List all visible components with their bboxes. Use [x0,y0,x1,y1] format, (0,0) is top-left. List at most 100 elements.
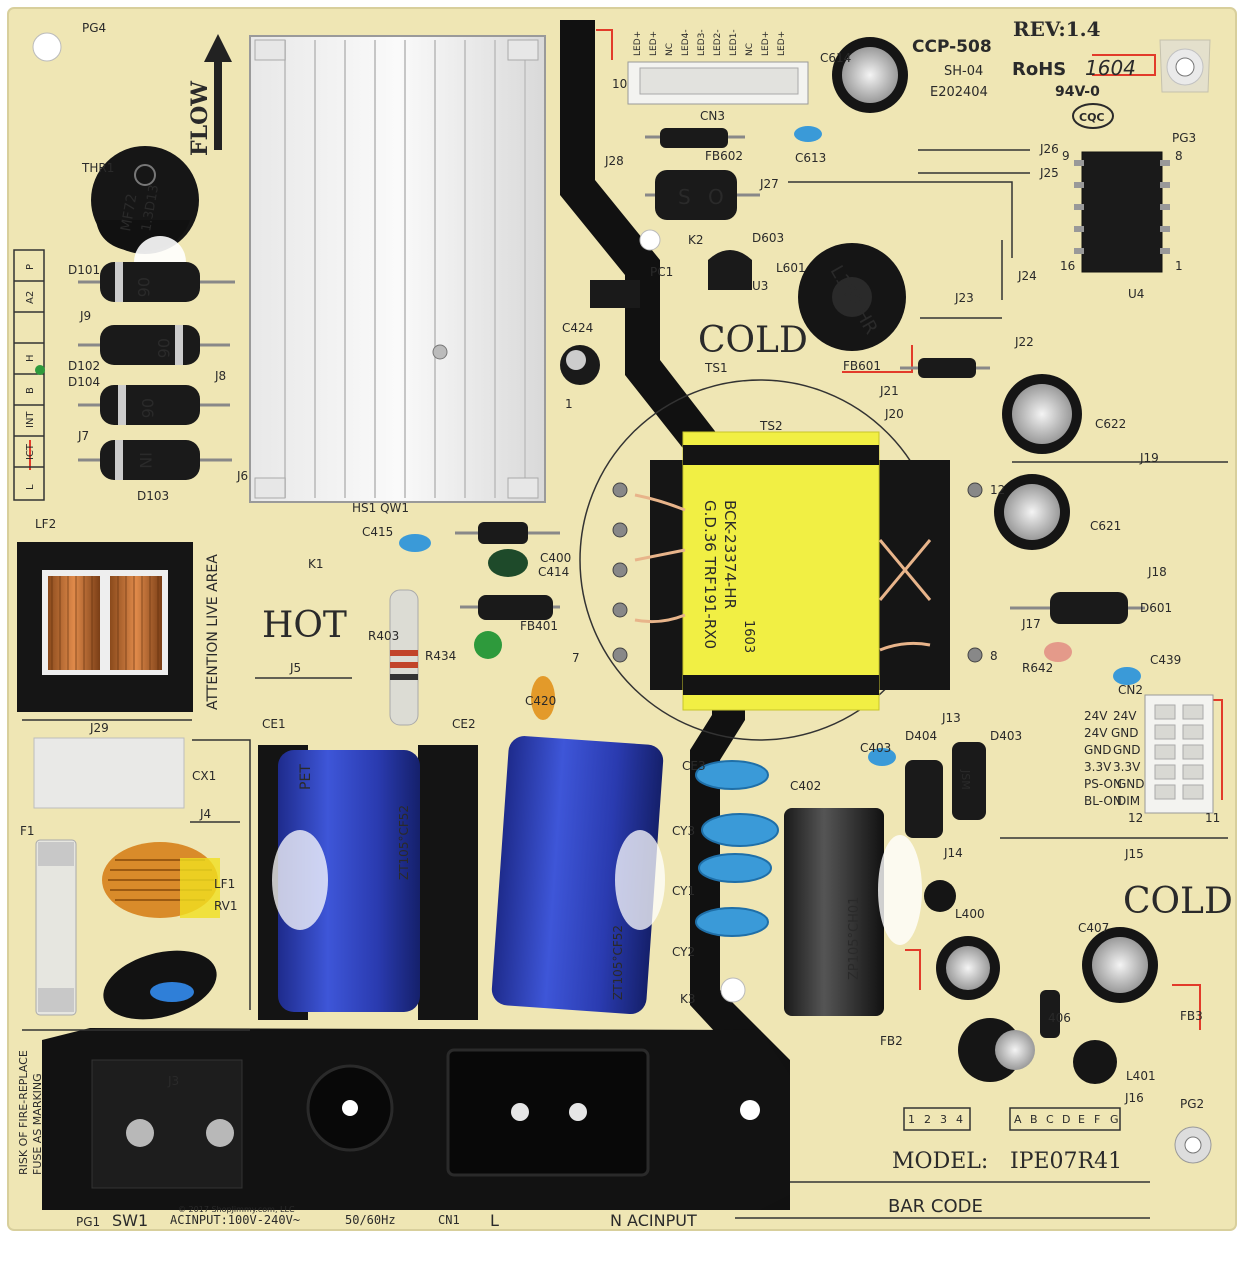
inductor-l601 [798,243,906,351]
grid-numbers: 1 2 3 4 [908,1113,963,1126]
svg-text:B: B [25,387,36,394]
svg-text:J23: J23 [954,291,974,305]
svg-text:G: G [1110,1113,1119,1126]
output-pin-labels: 24V 24V 24V GND GND GND 3.3V 3.3V PS-ON … [1084,709,1145,808]
copyright-label: © 2017 ShopJimmy.com, LLC [178,1205,295,1214]
n-acinput-label: N ACINPUT [610,1211,697,1230]
flow-label: FLOW [187,81,213,156]
svg-text:LF1: LF1 [214,877,235,891]
svg-text:J21: J21 [879,384,899,398]
svg-text:LED+: LED+ [777,31,787,56]
bridge-diodes [78,262,235,480]
svg-text:PC1: PC1 [650,265,673,279]
svg-text:J7: J7 [77,429,89,443]
svg-text:CY3: CY3 [672,824,695,838]
hot-label: HOT [262,605,347,646]
ac-inlet [42,1028,790,1210]
svg-text:7: 7 [572,651,580,665]
green-dot [35,365,45,375]
svg-text:TS2: TS2 [759,419,783,433]
svg-text:1: 1 [1175,259,1183,273]
svg-text:406: 406 [1048,1011,1071,1025]
svg-text:C415: C415 [362,525,393,539]
svg-text:1603: 1603 [741,620,756,653]
svg-text:PS-ON: PS-ON [1084,777,1122,791]
fuse [35,839,77,1016]
cqc-mark: CQC [1079,111,1105,124]
component-markings: MF72 1.3D13 06 06 06 IN G.D.36 TRF191-RX… [118,184,972,1000]
svg-text:O: O [708,185,724,209]
svg-text:J9: J9 [79,309,91,323]
y-capacitors [695,760,779,937]
l-label: L [490,1211,499,1230]
svg-text:B: B [1030,1113,1038,1126]
svg-text:D: D [1062,1113,1070,1126]
svg-text:P: P [25,264,36,270]
svg-text:GND: GND [1084,743,1112,757]
svg-text:R403: R403 [368,629,399,643]
svg-text:16: 16 [1060,259,1075,273]
svg-text:FB3: FB3 [1180,1009,1203,1023]
svg-text:F: F [1094,1113,1100,1126]
ccp-label: CCP-508 [912,37,992,57]
svg-text:J5: J5 [289,661,301,675]
svg-text:PG1: PG1 [76,1215,100,1229]
svg-text:CY1: CY1 [672,884,695,898]
svg-text:J24: J24 [1017,269,1037,283]
svg-text:LED+: LED+ [761,31,771,56]
svg-text:LED+: LED+ [649,31,659,56]
svg-text:J25: J25 [1039,166,1059,180]
svg-text:24V: 24V [1113,709,1137,723]
sh-label: SH-04 [944,64,983,79]
svg-text:11: 11 [1205,811,1220,825]
svg-text:J4: J4 [199,807,211,821]
svg-text:L601: L601 [776,261,806,275]
svg-text:C439: C439 [1150,653,1181,667]
connector-cn3 [627,61,809,105]
svg-text:FB401: FB401 [520,619,558,633]
svg-text:IN: IN [136,452,155,469]
small-diodes [455,128,1145,1084]
pcb-illustration: REV:1.4 CCP-508 SH-04 RoHS 1604 E202404 … [7,7,1237,1231]
svg-text:J18: J18 [1147,565,1167,579]
svg-text:D601: D601 [1140,601,1172,615]
svg-text:CN3: CN3 [700,109,725,123]
svg-text:J15: J15 [1124,847,1144,861]
svg-text:C622: C622 [1095,417,1126,431]
svg-text:C403: C403 [860,741,891,755]
svg-text:L400: L400 [955,907,985,921]
e-code: E202404 [930,85,988,100]
svg-text:K2: K2 [688,233,704,247]
cx1-capacitor [33,737,185,809]
svg-text:C420: C420 [525,694,556,708]
svg-text:J26: J26 [1039,142,1059,156]
svg-text:J3: J3 [167,1074,179,1088]
svg-text:LED+: LED+ [633,31,643,56]
bar-code-label: BAR CODE [888,1196,983,1217]
svg-text:G.D.36 TRF191-RX0: G.D.36 TRF191-RX0 [701,500,719,649]
svg-text:3: 3 [940,1113,947,1126]
svg-text:PG2: PG2 [1180,1097,1204,1111]
svg-text:J14: J14 [943,846,963,860]
svg-text:LED2-: LED2- [713,29,723,56]
svg-text:NC: NC [745,43,755,56]
fuse-warning-2: FUSE AS MARKING [31,1073,44,1175]
svg-text:FB601: FB601 [843,359,881,373]
cn1-label: CN1 [438,1213,460,1227]
bulk-capacitors [258,736,665,1020]
svg-text:INT: INT [25,411,36,428]
svg-text:CE1: CE1 [262,717,286,731]
svg-text:2: 2 [924,1113,931,1126]
svg-text:NC: NC [665,43,675,56]
svg-text:RV1: RV1 [214,899,238,913]
svg-text:D603: D603 [752,231,784,245]
svg-text:J27: J27 [759,177,779,191]
svg-text:D101: D101 [68,263,100,277]
svg-text:D404: D404 [905,729,937,743]
ul-rating: 94V-0 [1055,84,1100,100]
svg-text:D103: D103 [137,489,169,503]
svg-text:LED1-: LED1- [729,29,739,56]
svg-text:LED4-: LED4- [681,29,691,56]
svg-text:BL-ON: BL-ON [1084,794,1122,808]
